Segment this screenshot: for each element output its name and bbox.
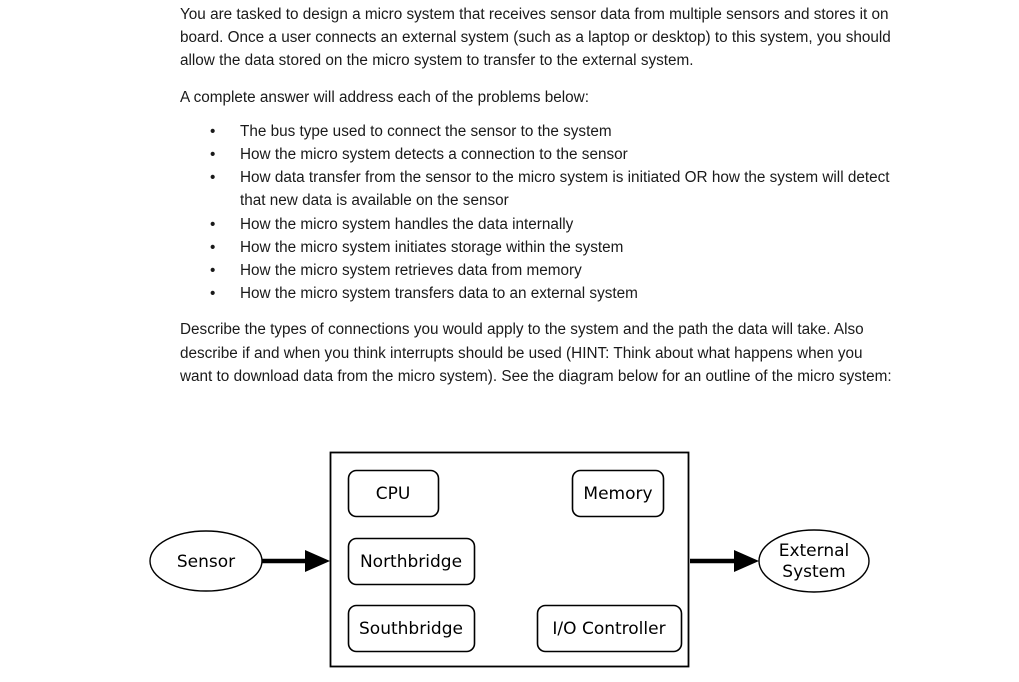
- micro-system-container: [329, 451, 690, 668]
- bullet-icon: •: [210, 285, 216, 303]
- bullet-icon: •: [210, 215, 216, 233]
- list-item: • How the micro system detects a connect…: [180, 143, 898, 166]
- northbridge-label: Northbridge: [360, 552, 462, 572]
- list-item-label: How the micro system transfers data to a…: [240, 285, 638, 303]
- list-item: • How the micro system handles the data …: [180, 213, 898, 236]
- document-body: You are tasked to design a micro system …: [180, 0, 898, 388]
- bullet-icon: •: [210, 262, 216, 280]
- list-item-label: How the micro system handles the data in…: [240, 215, 574, 233]
- memory-box: [571, 469, 665, 518]
- southbridge-box: [347, 604, 476, 653]
- list-item-label: How the micro system initiates storage w…: [240, 238, 624, 256]
- northbridge-box: [347, 537, 476, 586]
- intro-paragraph: You are tasked to design a micro system …: [180, 6, 891, 70]
- sensor-node: [149, 530, 263, 592]
- io-controller-label: I/O Controller: [552, 619, 665, 639]
- cpu-label: CPU: [376, 484, 411, 504]
- list-item-label: The bus type used to connect the sensor …: [240, 122, 612, 140]
- memory-label: Memory: [583, 484, 652, 504]
- describe-paragraph: Describe the types of connections you wo…: [180, 321, 892, 385]
- external-system-label-line1: External: [779, 541, 850, 561]
- list-item-label: How data transfer from the sensor to the…: [240, 169, 890, 210]
- list-item: • The bus type used to connect the senso…: [180, 120, 898, 143]
- list-item: • How the micro system initiates storage…: [180, 236, 898, 259]
- sensor-label: Sensor: [177, 552, 235, 572]
- bullet-icon: •: [210, 146, 216, 164]
- list-item-label: How the micro system retrieves data from…: [240, 262, 582, 280]
- io-controller-box: [536, 604, 683, 653]
- bullet-icon: •: [210, 169, 216, 187]
- system-to-external-arrowhead: [734, 550, 759, 572]
- instruction-paragraph: A complete answer will address each of t…: [180, 88, 589, 106]
- requirements-list: • The bus type used to connect the senso…: [180, 120, 898, 306]
- bullet-icon: •: [210, 122, 216, 140]
- sensor-to-system-arrowhead: [305, 550, 330, 572]
- list-item: • How data transfer from the sensor to t…: [180, 166, 898, 212]
- bullet-icon: •: [210, 238, 216, 256]
- cpu-box: [347, 469, 440, 518]
- external-system-node: [758, 529, 870, 593]
- list-item: • How the micro system retrieves data fr…: [180, 259, 898, 282]
- list-item: • How the micro system transfers data to…: [180, 282, 898, 305]
- external-system-label-line2: System: [782, 562, 845, 582]
- southbridge-label: Southbridge: [359, 619, 463, 639]
- list-item-label: How the micro system detects a connectio…: [240, 146, 628, 164]
